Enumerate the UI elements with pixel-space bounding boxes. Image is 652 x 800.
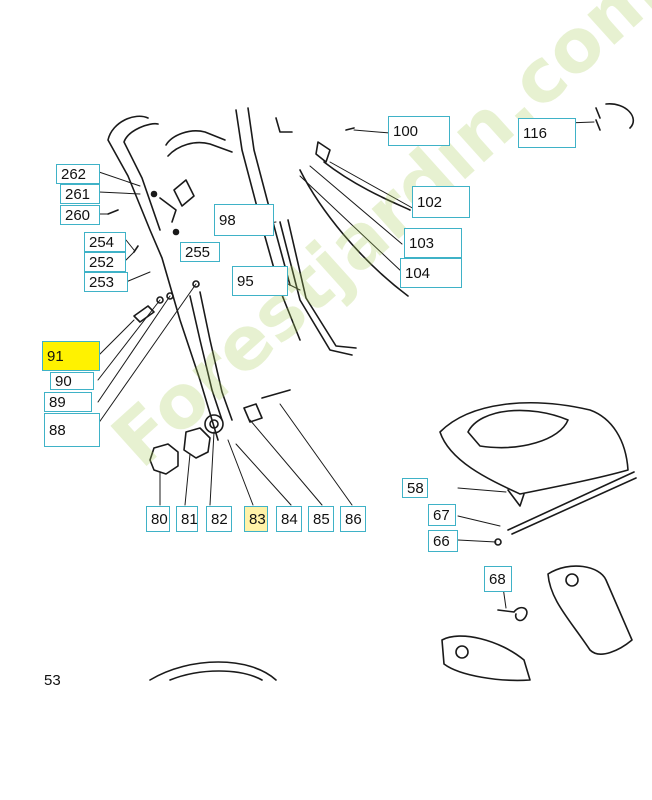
- spring: [497, 606, 528, 622]
- part-label-82: 82: [206, 506, 232, 532]
- knob-80: [149, 443, 179, 475]
- bolt-86: [261, 389, 291, 399]
- part-label-261: 261: [60, 184, 100, 204]
- deflector-flap: [507, 489, 525, 507]
- washer-89: [166, 292, 174, 300]
- part-label-103: 103: [404, 228, 462, 258]
- deck: [149, 661, 277, 681]
- top-hook: [275, 117, 293, 133]
- screw-260: [107, 209, 119, 215]
- part-label-104: 104: [400, 258, 462, 288]
- cable: [299, 169, 409, 297]
- part-label-116: 116: [518, 118, 576, 148]
- deflector-top: [467, 409, 569, 449]
- part-label-58: 58: [402, 478, 428, 498]
- handle-upper-bend-2: [167, 141, 233, 157]
- part-label-80: 80: [146, 506, 170, 532]
- cable-2: [323, 161, 411, 211]
- handle-mid-clamp: [173, 179, 195, 207]
- part-label-66: 66: [428, 530, 458, 552]
- plate-left-hole: [455, 645, 469, 659]
- rod-58: [507, 471, 635, 531]
- rod-58b: [511, 477, 637, 535]
- part-label-84: 84: [276, 506, 302, 532]
- bracket-116: [605, 103, 635, 129]
- part-label-260: 260: [60, 205, 100, 225]
- part-label-89: 89: [44, 392, 92, 412]
- deflector: [439, 402, 629, 495]
- part-label-85: 85: [308, 506, 334, 532]
- handle-tube-left-inner: [123, 122, 161, 231]
- washer-90: [156, 296, 164, 304]
- part-label-100: 100: [388, 116, 450, 146]
- part-label-81: 81: [176, 506, 198, 532]
- rod: [279, 221, 353, 356]
- part-label-102: 102: [412, 186, 470, 218]
- bearing-82-inner: [209, 419, 219, 429]
- spacer-85: [243, 403, 263, 423]
- bolt-91: [133, 305, 155, 323]
- plate-right: [547, 565, 633, 655]
- part-label-95: 95: [232, 266, 288, 296]
- screw-100: [345, 127, 355, 131]
- plate-right-hole: [565, 573, 579, 587]
- part-label-254: 254: [84, 232, 126, 252]
- nut-261: [150, 190, 158, 198]
- leader-lines: [97, 121, 595, 609]
- part-label-53: 53: [44, 671, 61, 689]
- part-label-86: 86: [340, 506, 366, 532]
- part-label-262: 262: [56, 164, 100, 184]
- screw-116: [595, 107, 601, 131]
- handle-tube-left: [107, 115, 219, 441]
- part-label-91-highlighted: 91: [42, 341, 100, 371]
- part-label-68: 68: [484, 566, 512, 592]
- part-label-98: 98: [214, 204, 274, 236]
- plate-left: [441, 635, 531, 682]
- part-label-90: 90: [50, 372, 94, 390]
- washer-88: [192, 280, 200, 288]
- screw-254: [133, 245, 139, 253]
- part-label-253: 253: [84, 272, 128, 292]
- part-label-255: 255: [180, 242, 220, 262]
- handle-mid-bracket: [159, 197, 177, 223]
- handle-upper-bend: [165, 130, 226, 146]
- nut-255: [172, 228, 180, 236]
- lower-bar: [189, 295, 223, 421]
- part-label-67: 67: [428, 504, 456, 526]
- lower-bar-2: [199, 291, 233, 421]
- knob-81: [183, 427, 211, 459]
- deck-2: [169, 670, 263, 681]
- part-label-252: 252: [84, 252, 126, 272]
- part-label-83-highlighted: 83: [244, 506, 268, 532]
- part-label-88: 88: [44, 413, 100, 447]
- cable-clip: [315, 141, 331, 163]
- handle-tube-right-inner: [247, 107, 291, 286]
- rod-2: [287, 219, 357, 349]
